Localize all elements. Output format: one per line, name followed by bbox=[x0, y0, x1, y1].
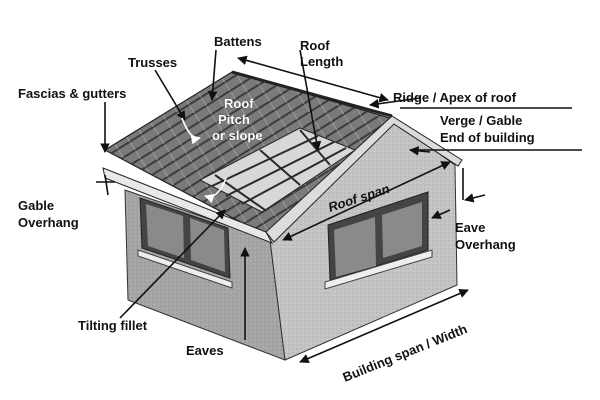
label-fascias-gutters: Fascias & gutters bbox=[18, 86, 126, 101]
label-roof-length: Roof Length bbox=[300, 38, 343, 69]
label-battens: Battens bbox=[214, 34, 262, 49]
label-gable-overhang: Gable Overhang bbox=[18, 198, 79, 230]
front-windows bbox=[137, 197, 233, 289]
house-illustration bbox=[102, 70, 463, 361]
fascia-board bbox=[102, 167, 274, 244]
pointer-lines bbox=[96, 49, 582, 364]
label-eave-overhang: Eave Overhang bbox=[455, 220, 516, 252]
label-ridge: Ridge / Apex of roof bbox=[393, 90, 517, 105]
label-trusses: Trusses bbox=[128, 55, 177, 70]
label-roof-pitch: Roof Pitch or slope bbox=[212, 96, 263, 143]
label-tilting-fillet: Tilting fillet bbox=[78, 318, 148, 333]
label-eaves: Eaves bbox=[186, 343, 224, 358]
label-verge-gable: Verge / Gable End of building bbox=[440, 113, 535, 145]
label-building-span: Building span / Width bbox=[341, 321, 470, 385]
